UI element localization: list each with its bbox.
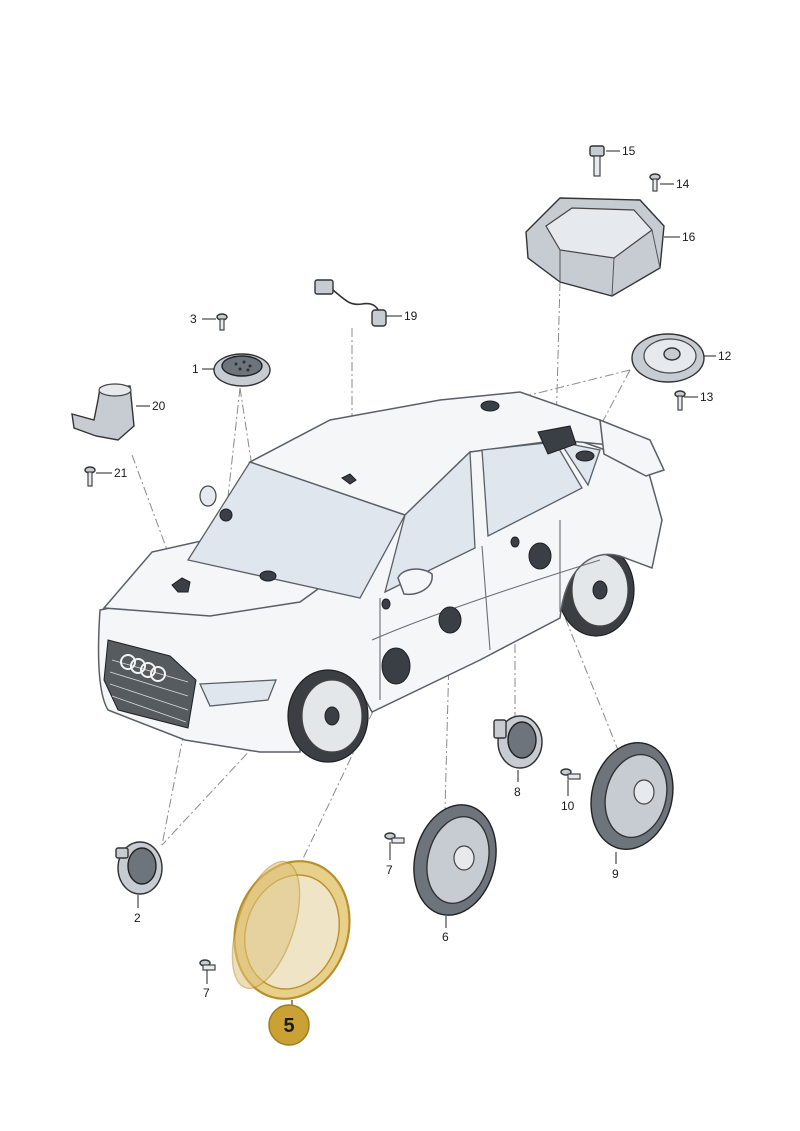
speaker-9 — [590, 742, 674, 850]
screw-10 — [560, 768, 581, 780]
speaker-12 — [631, 333, 705, 383]
callout-3: 3 — [190, 312, 197, 326]
callout-7-left: 7 — [203, 986, 210, 1000]
tweeter-2 — [115, 841, 163, 895]
callout-6: 6 — [442, 930, 449, 944]
bracket-20 — [71, 383, 135, 441]
callout-14: 14 — [676, 177, 690, 191]
callout-8: 8 — [514, 785, 521, 799]
car-sedan — [97, 391, 666, 763]
amplifier-16 — [525, 197, 665, 297]
callout-12: 12 — [718, 349, 732, 363]
bolt-15 — [589, 145, 605, 177]
screw-13 — [674, 390, 686, 411]
speaker-5-highlighted — [231, 860, 351, 1000]
screw-21 — [84, 466, 96, 487]
callout-15: 15 — [622, 144, 636, 158]
callout-10: 10 — [561, 799, 575, 813]
callout-7-right: 7 — [386, 863, 393, 877]
speaker-grille-1 — [213, 353, 271, 387]
callout-arrows — [96, 150, 716, 1010]
tweeter-8 — [493, 715, 543, 769]
screw-7-left — [199, 959, 216, 971]
speaker-6 — [413, 804, 497, 916]
screw-14 — [649, 173, 661, 192]
callout-labels: 15 14 16 19 3 1 20 21 12 13 2 6 8 9 10 7… — [114, 144, 732, 1000]
callout-2: 2 — [134, 911, 141, 925]
callout-13: 13 — [700, 390, 714, 404]
callout-19: 19 — [404, 309, 418, 323]
callout-21: 21 — [114, 466, 128, 480]
callout-16: 16 — [682, 230, 696, 244]
callout-1: 1 — [192, 362, 199, 376]
screw-7-right — [384, 832, 405, 844]
cable-19 — [314, 279, 387, 327]
callout-5-badge: 5 — [268, 1004, 310, 1046]
callout-9: 9 — [612, 867, 619, 881]
screw-3 — [216, 313, 228, 331]
callout-5: 5 — [283, 1015, 294, 1037]
callout-20: 20 — [152, 399, 166, 413]
